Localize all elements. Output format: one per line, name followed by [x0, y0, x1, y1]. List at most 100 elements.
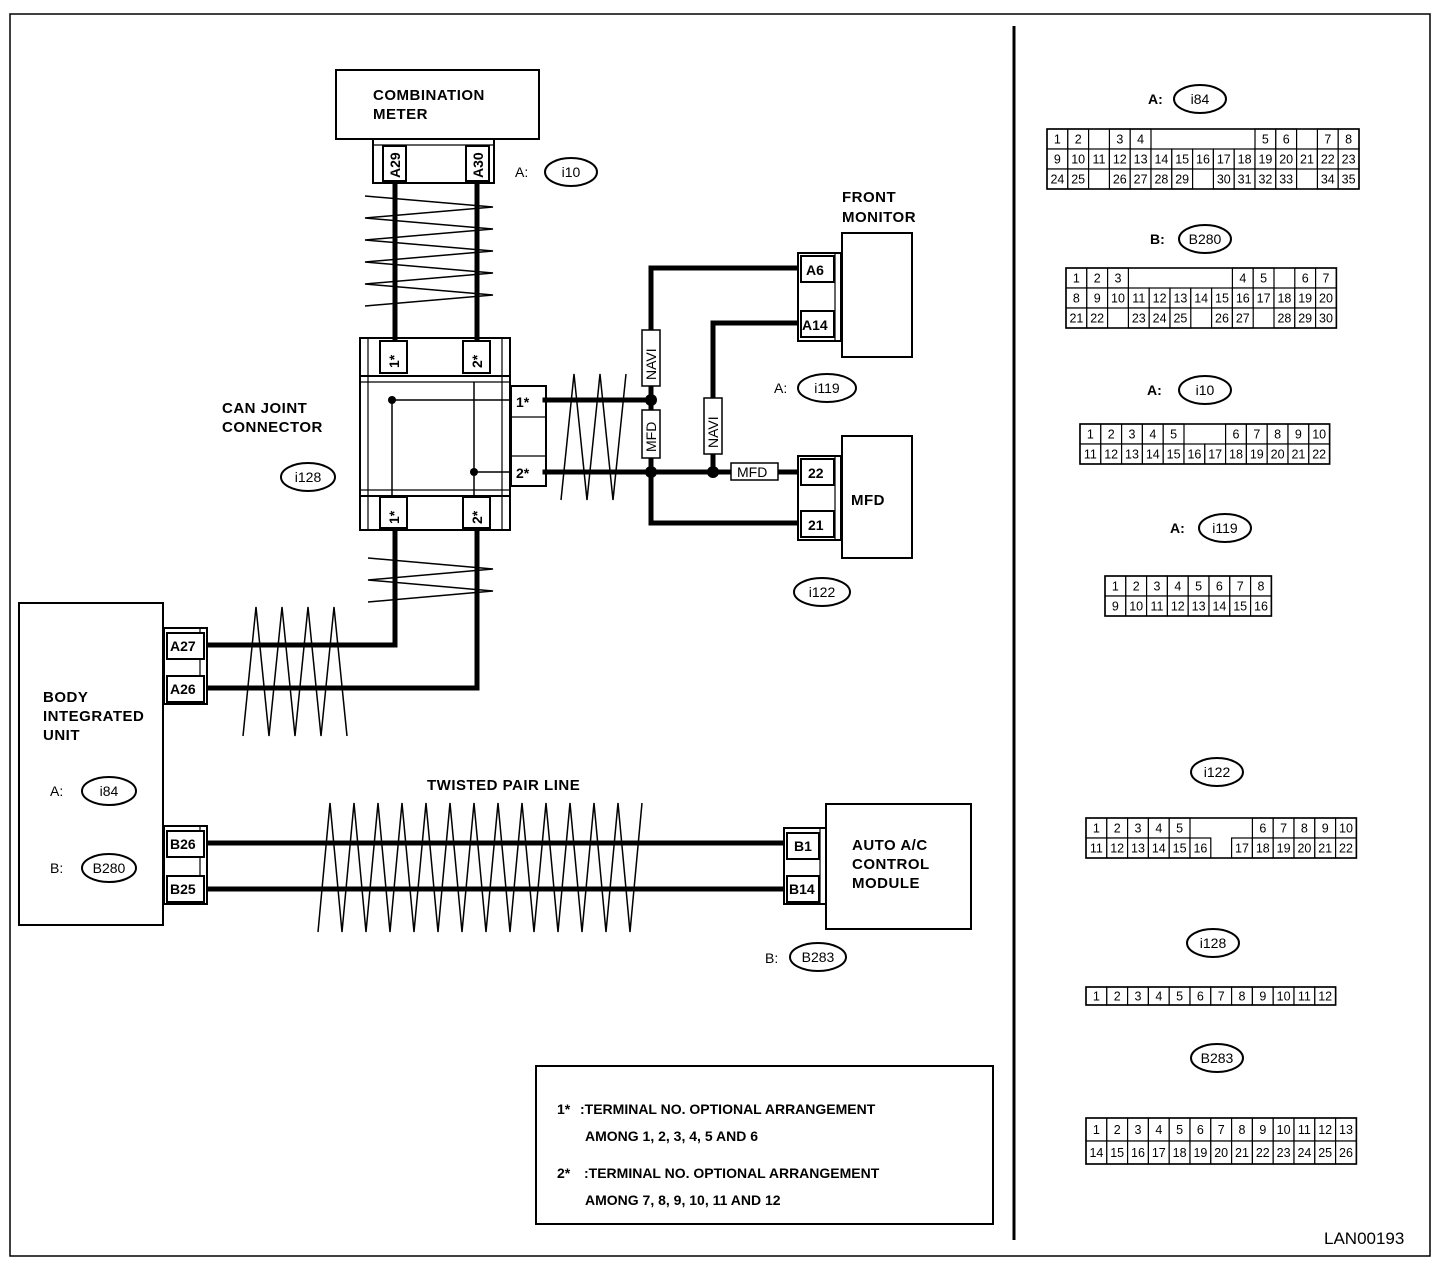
can-joint-label: CAN JOINT — [222, 400, 307, 417]
pin-number: 21 — [1069, 312, 1083, 326]
wire-body-a26 — [204, 527, 480, 691]
can-joint-connector — [359, 337, 547, 531]
pin-number: 14 — [1194, 292, 1208, 306]
twist-body-b — [317, 802, 643, 933]
pin-number: 4 — [1155, 822, 1162, 836]
pin-number: 17 — [1257, 292, 1271, 306]
pin-number: 2 — [1075, 133, 1082, 147]
pin-number: 10 — [1071, 153, 1085, 167]
svg-text:UNIT: UNIT — [43, 727, 80, 744]
pin-number: 12 — [1104, 448, 1118, 462]
pin-number: 20 — [1279, 153, 1293, 167]
twist-body-a — [242, 606, 348, 737]
pin-number: 12 — [1171, 600, 1185, 614]
pin-b26: B26 — [170, 836, 196, 852]
pin-can-top-1: 1* — [386, 354, 402, 368]
pin-number: 8 — [1274, 428, 1281, 442]
pin-number: 19 — [1298, 292, 1312, 306]
pin-number: 4 — [1155, 990, 1162, 1004]
pin-number: 5 — [1176, 1123, 1183, 1137]
twist-can-right — [560, 373, 627, 501]
svg-text:A:: A: — [515, 164, 528, 180]
pin-number: 10 — [1129, 600, 1143, 614]
pin-number: 11 — [1151, 600, 1164, 614]
pin-a29: A29 — [387, 152, 403, 178]
pin-can-bot-2: 2* — [469, 510, 485, 524]
pin-a30: A30 — [470, 152, 486, 178]
pin-number: 7 — [1237, 580, 1244, 594]
pinout-id: B283 — [1201, 1050, 1234, 1066]
pin-number: 12 — [1318, 1123, 1332, 1137]
twist-meter — [364, 195, 494, 307]
pin-number: 16 — [1254, 600, 1268, 614]
pinout-oval — [1198, 513, 1252, 543]
pin-number: 28 — [1154, 173, 1168, 187]
pin-number: 7 — [1323, 272, 1330, 286]
pin-number: 16 — [1131, 1146, 1145, 1160]
pin-number: 3 — [1116, 133, 1123, 147]
pin-number: 18 — [1277, 292, 1291, 306]
pin-number: 29 — [1298, 312, 1312, 326]
pin-number: 1 — [1093, 1123, 1100, 1137]
svg-text:A:: A: — [50, 783, 63, 799]
pinout-id: i10 — [1196, 382, 1215, 398]
pinout-oval — [1173, 84, 1227, 114]
tag-mfd-2 — [730, 462, 779, 481]
pinout-outline — [1085, 986, 1337, 1006]
pin-number: 8 — [1345, 133, 1352, 147]
pinout-oval — [1178, 375, 1232, 405]
pin-number: 3 — [1135, 822, 1142, 836]
pin-number: 11 — [1084, 448, 1097, 462]
pinout-outline — [1085, 817, 1358, 859]
tag-navi-1 — [641, 329, 661, 387]
pin-number: 25 — [1173, 312, 1187, 326]
pin-number: 2 — [1108, 428, 1115, 442]
pin-number: 26 — [1215, 312, 1229, 326]
pin-number: 22 — [1321, 153, 1335, 167]
tag-mfd-1 — [641, 409, 661, 459]
pinout-oval — [1190, 757, 1244, 787]
pin-number: 4 — [1137, 133, 1144, 147]
pin-can-right-2: 2* — [516, 465, 530, 481]
pin-number: 20 — [1214, 1146, 1228, 1160]
pin-number: 17 — [1152, 1146, 1166, 1160]
pin-number: 8 — [1239, 990, 1246, 1004]
pin-number: 1 — [1093, 990, 1100, 1004]
pin-number: 8 — [1239, 1123, 1246, 1137]
pin-number: 2 — [1094, 272, 1101, 286]
pin-number: 13 — [1131, 842, 1145, 856]
ref-i10 — [544, 157, 598, 187]
pin-number: 8 — [1073, 292, 1080, 306]
mfd-box — [841, 435, 913, 559]
pin-can-bot-1: 1* — [386, 510, 402, 524]
pin-number: 15 — [1215, 292, 1229, 306]
svg-text:NAVI: NAVI — [705, 416, 721, 448]
pin-number: 11 — [1132, 292, 1145, 306]
pin-number: 23 — [1342, 153, 1356, 167]
pin-number: 14 — [1154, 153, 1168, 167]
pin-number: 24 — [1153, 312, 1167, 326]
pin-number: 11 — [1298, 990, 1311, 1004]
pin-number: 6 — [1197, 1123, 1204, 1137]
svg-text:B:: B: — [50, 860, 63, 876]
svg-text:i84: i84 — [100, 783, 119, 799]
pin-number: 23 — [1132, 312, 1146, 326]
svg-text:MFD: MFD — [643, 422, 659, 452]
pin-number: 10 — [1312, 428, 1326, 442]
pin-number: 21 — [1300, 153, 1314, 167]
note-2-line1: :TERMINAL NO. OPTIONAL ARRANGEMENT — [584, 1165, 880, 1181]
pinout-prefix: A: — [1170, 520, 1185, 536]
pin-number: 2 — [1133, 580, 1140, 594]
pin-number: 33 — [1279, 173, 1293, 187]
pinout-id: i84 — [1191, 91, 1210, 107]
pinout-outline — [1046, 128, 1360, 190]
ref-i122 — [793, 577, 851, 607]
pin-number: 9 — [1295, 428, 1302, 442]
pin-number: 10 — [1277, 1123, 1291, 1137]
pin-number: 34 — [1321, 173, 1335, 187]
pin-21: 21 — [808, 517, 824, 533]
pin-number: 7 — [1280, 822, 1287, 836]
